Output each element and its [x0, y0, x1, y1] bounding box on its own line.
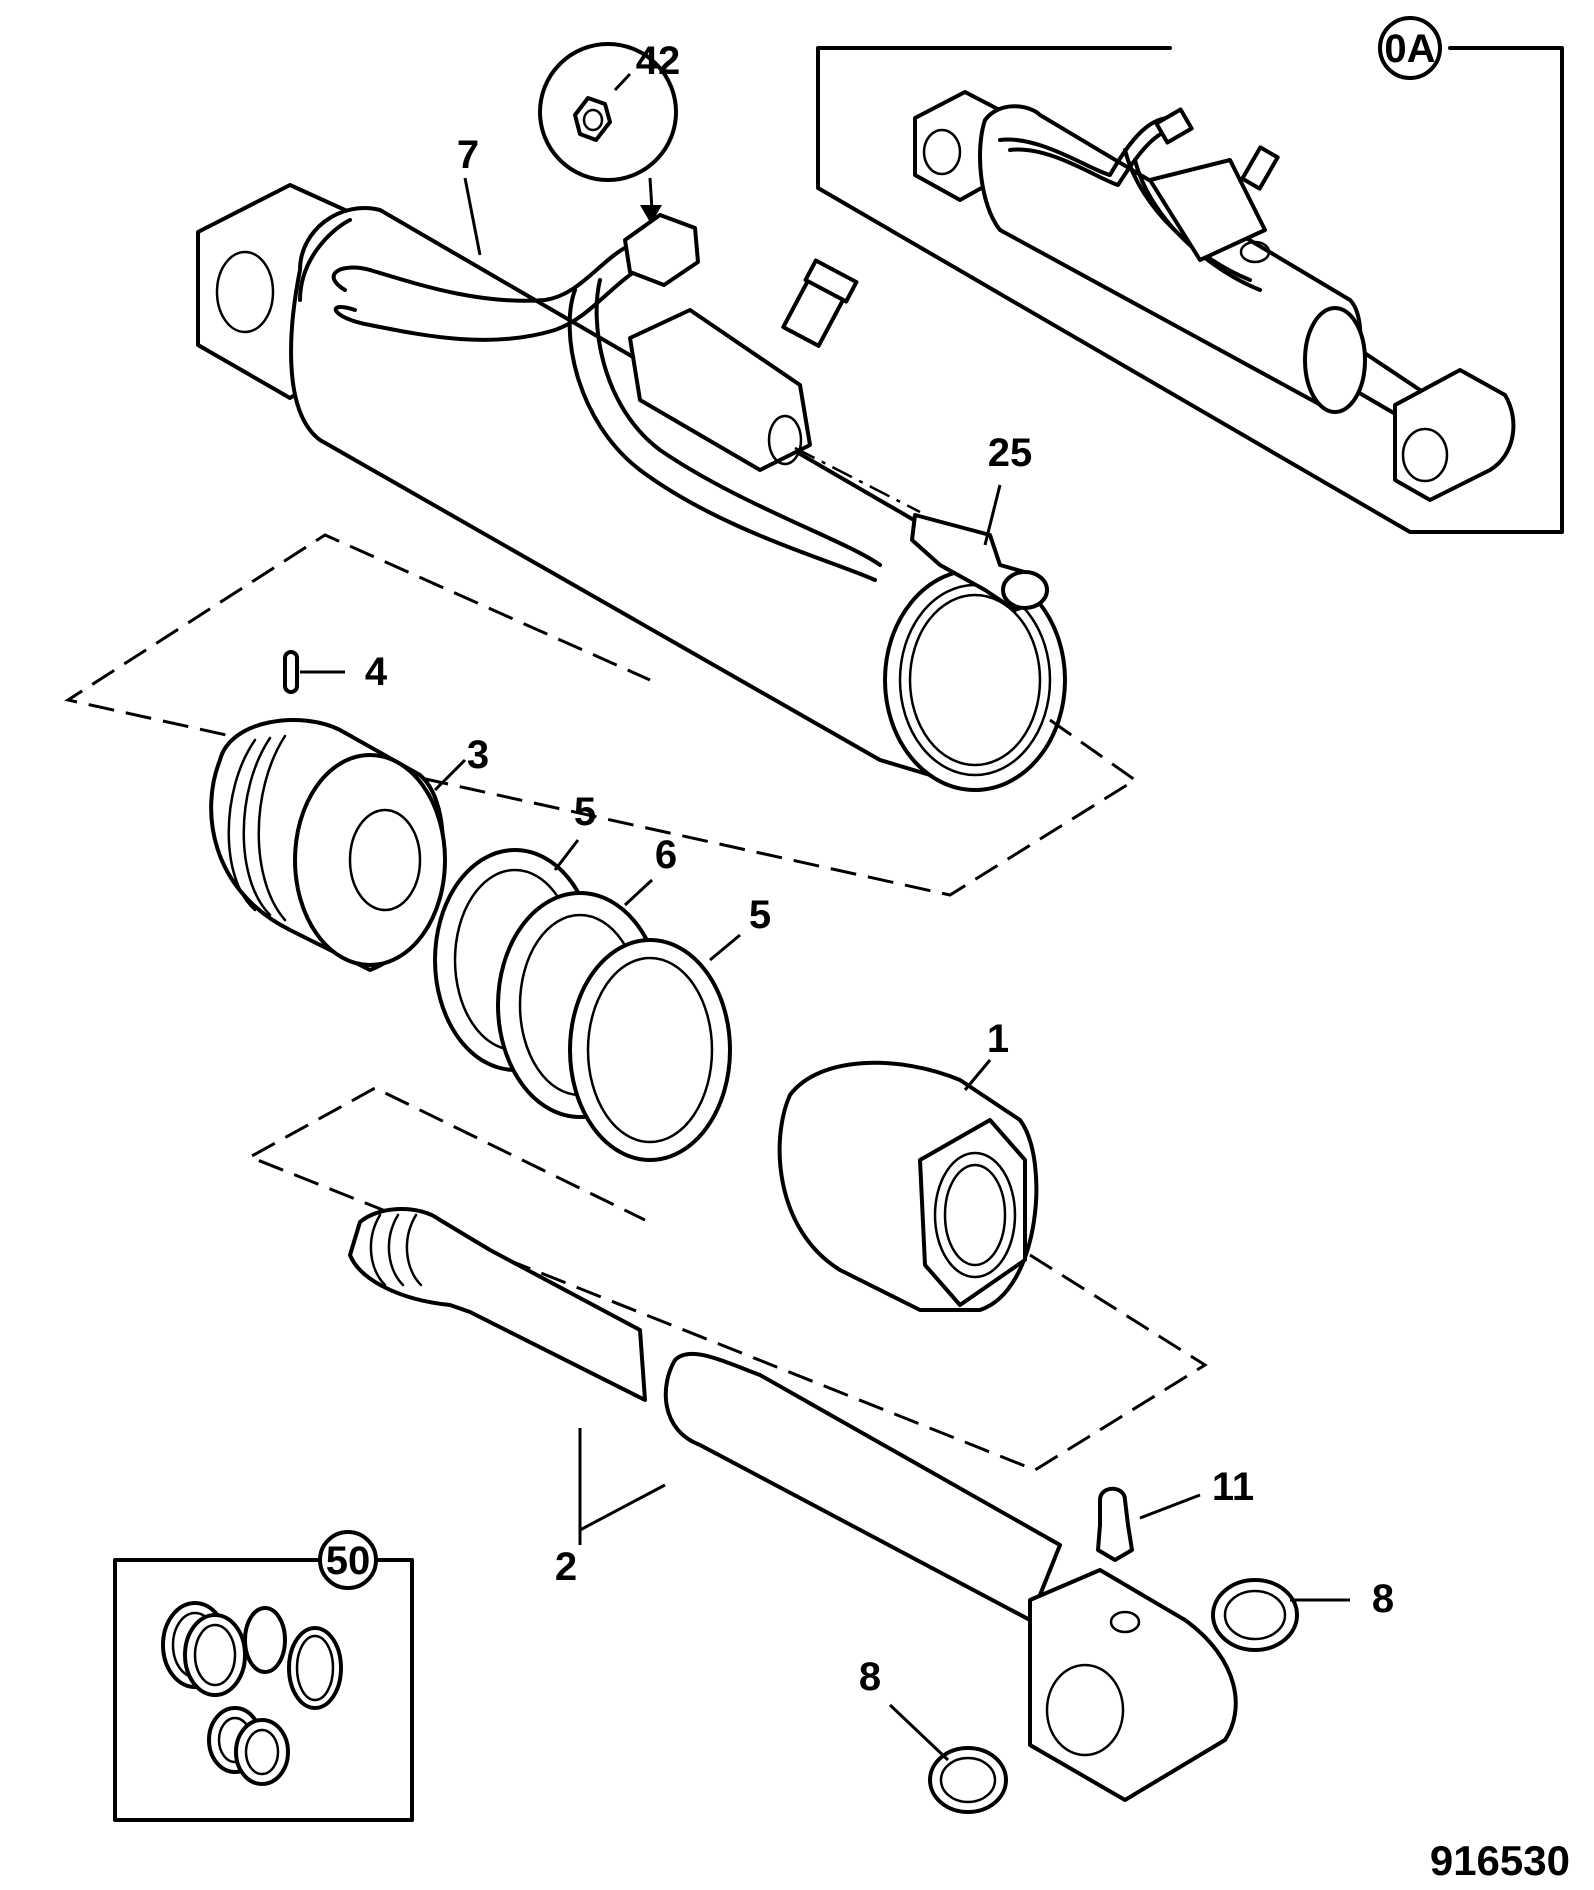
barrel-head-pin-bore: [215, 250, 275, 334]
part-25-valve-cartridge: 25: [794, 431, 1049, 612]
callout-42: 42: [636, 39, 681, 83]
callout-circle-0a: [1378, 16, 1442, 80]
piston-face: [293, 753, 447, 967]
piston-bore: [348, 808, 422, 912]
rod-eye-bore: [1045, 1663, 1125, 1757]
valve-block: [628, 308, 812, 472]
roll-pin: [283, 650, 299, 694]
drawing-number: 916530: [1430, 1837, 1570, 1884]
wear-ring-5-right: [568, 938, 732, 1162]
inset-valve-block: [1148, 158, 1267, 262]
callout-circle-50: [318, 1530, 378, 1590]
upper-assembly-bracket: [64, 533, 1138, 897]
callout-11: 11: [1212, 1465, 1254, 1509]
assembly-inset-0a: 0A: [816, 16, 1564, 534]
grease-port: [1109, 1610, 1141, 1634]
cylinder-barrel-assembly: 7: [196, 133, 1067, 792]
part-8-bushes: 8 8: [859, 1577, 1394, 1814]
callout-8b: 8: [859, 1655, 881, 1699]
callout-6: 6: [655, 833, 677, 877]
callout-7: 7: [457, 133, 479, 177]
callout-4: 4: [365, 650, 388, 694]
inset-gland-nut: [1303, 306, 1367, 414]
callout-5b: 5: [749, 893, 771, 937]
rod-threaded-end: [348, 1207, 647, 1402]
gland-bore: [933, 1151, 1017, 1279]
callout-1: 1: [987, 1017, 1009, 1061]
inset-rod-eye: [1393, 368, 1516, 502]
callout-50: 50: [326, 1539, 371, 1583]
part-2-piston-rod: 2: [348, 1207, 1238, 1802]
pipe-union-nut: [623, 213, 700, 287]
part-11-grease-nipple: 11: [1096, 1465, 1254, 1562]
lower-assembly-bracket: [246, 1086, 1208, 1472]
callout-5a: 5: [574, 790, 596, 834]
part-4-pin: 4: [283, 650, 388, 694]
piston-seal-set: 5 6 5: [433, 790, 771, 1162]
callout-0a: 0A: [1384, 27, 1435, 71]
callout-8a: 8: [1372, 1577, 1394, 1621]
callout-3: 3: [467, 733, 489, 777]
callout-25: 25: [988, 431, 1033, 475]
part-3-piston: 3: [209, 718, 489, 972]
valve-port: [767, 414, 803, 466]
rod-eye-block: [1028, 1568, 1238, 1802]
hex-nut-icon: [573, 96, 612, 142]
seal-kit-inset-50: 50: [113, 1530, 414, 1822]
part-42-nut-inset: 42: [538, 39, 681, 224]
kit-seal-c: [234, 1718, 290, 1786]
arrow-indicator-icon: [640, 205, 662, 224]
grease-nipple: [1096, 1486, 1134, 1562]
callout-2: 2: [555, 1545, 577, 1589]
kit-o-ring-small: [243, 1606, 287, 1674]
rod-shaft: [663, 1351, 1062, 1622]
part-1-gland: 1: [777, 1017, 1039, 1312]
